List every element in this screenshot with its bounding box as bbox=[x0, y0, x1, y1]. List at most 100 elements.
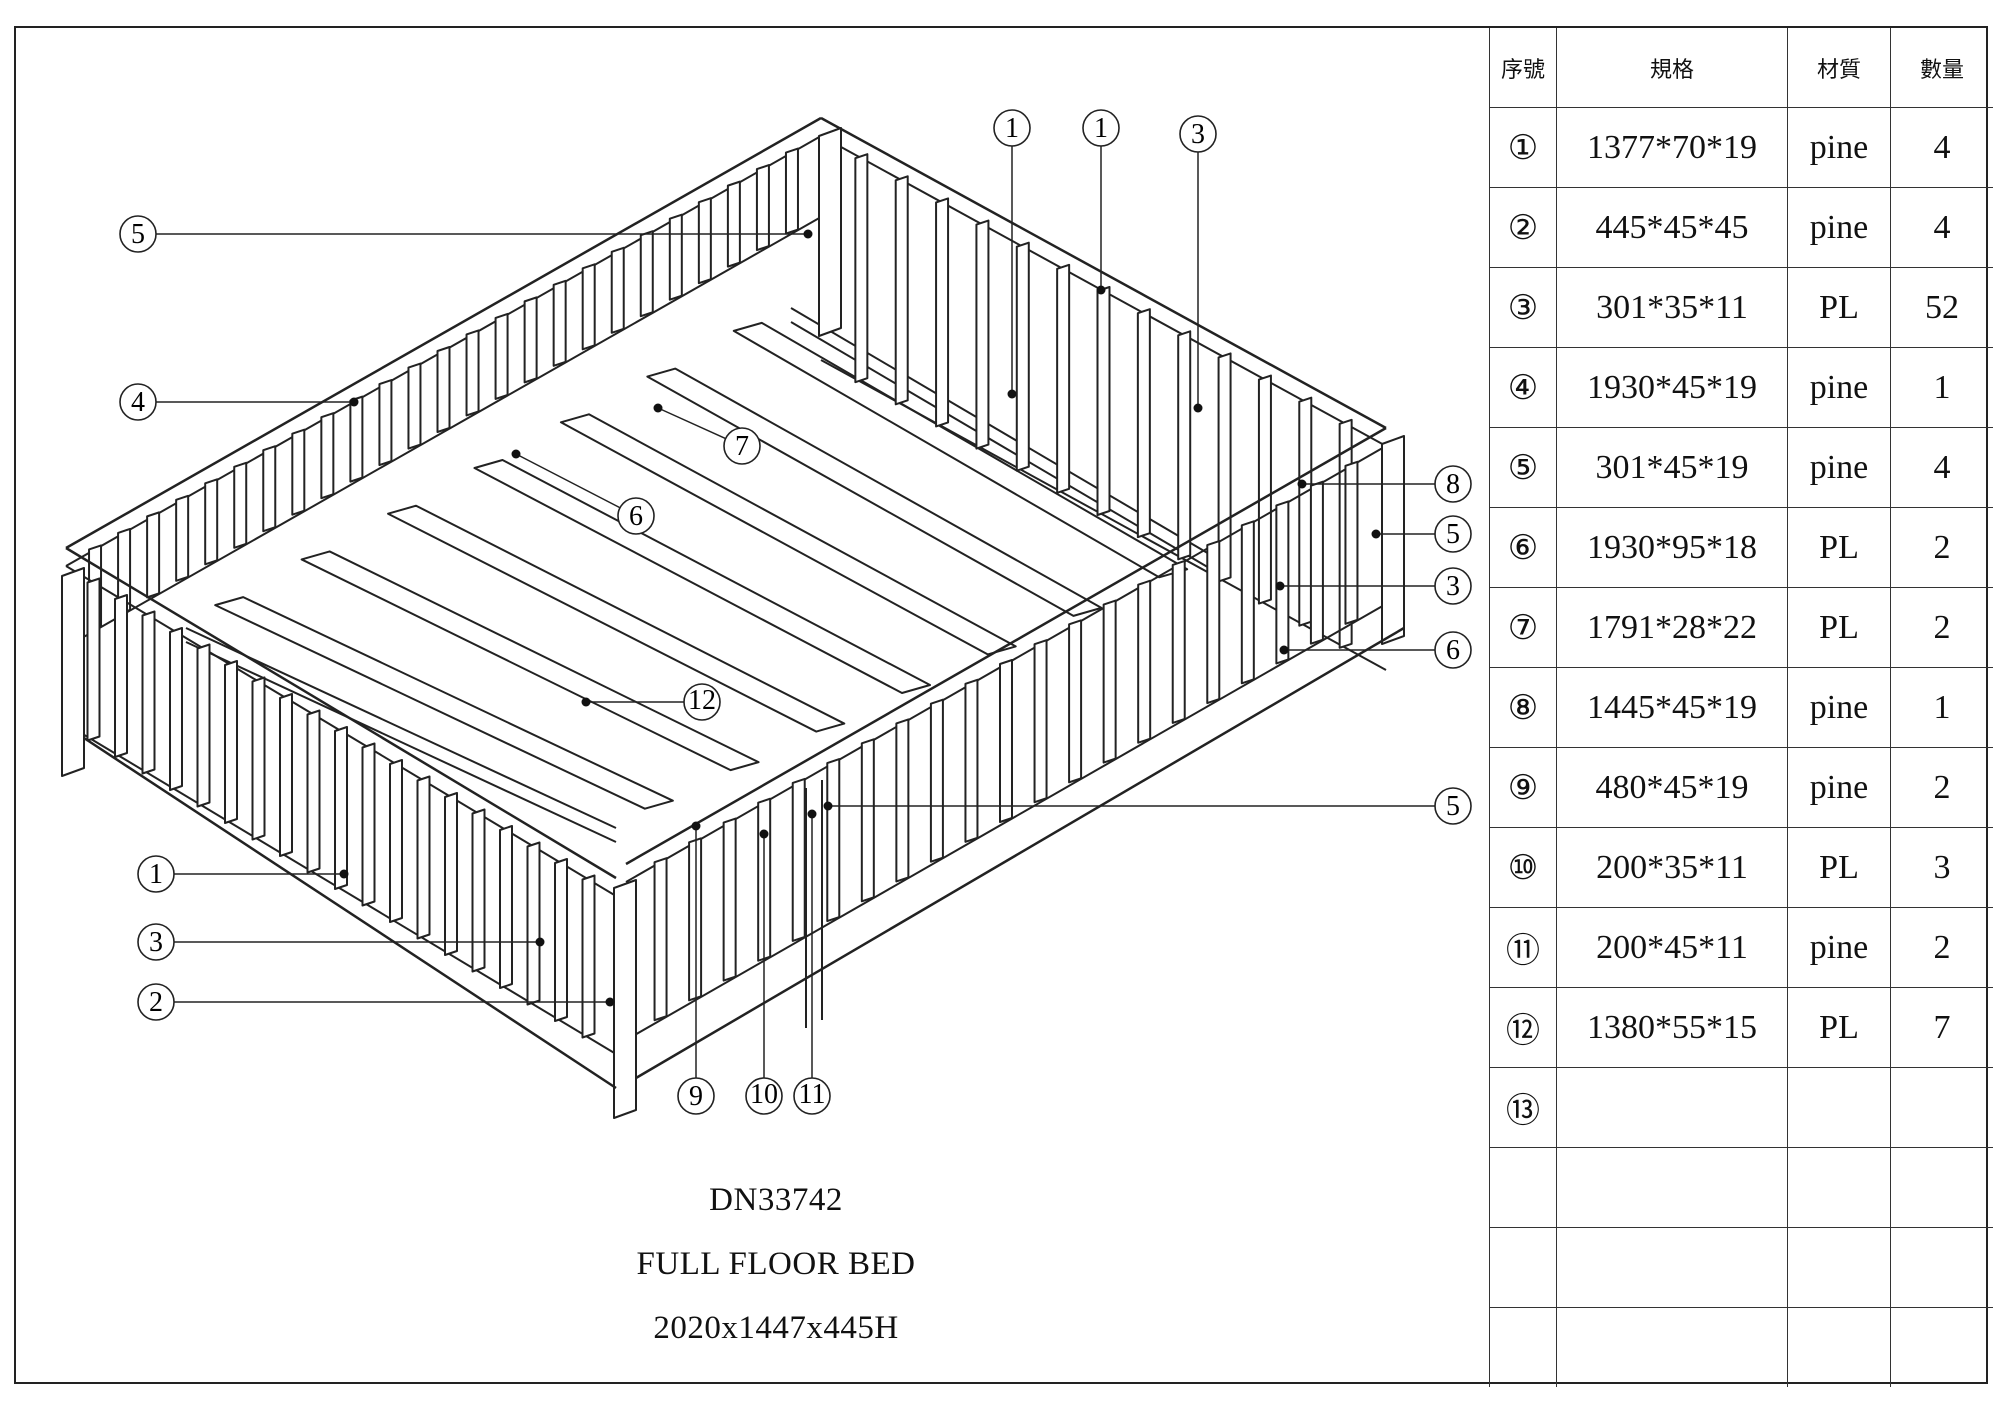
cell-serial-no: ⑪ bbox=[1489, 907, 1557, 988]
cell-specification: 480*45*19 bbox=[1556, 747, 1788, 828]
cell-quantity bbox=[1890, 1067, 1993, 1148]
callout-number: 6 bbox=[1446, 635, 1460, 666]
callout-3: 3 bbox=[137, 923, 545, 961]
leader-dot bbox=[807, 809, 817, 819]
cell-specification: 1445*45*19 bbox=[1556, 667, 1788, 748]
callout-number: 2 bbox=[149, 987, 163, 1018]
cell-quantity bbox=[1890, 1227, 1993, 1308]
callout-circle bbox=[137, 923, 175, 961]
cell-material bbox=[1787, 1067, 1891, 1148]
callout-12: 12 bbox=[581, 683, 721, 721]
callout-11: 11 bbox=[793, 809, 831, 1115]
serial-circle: ⑥ bbox=[1507, 529, 1539, 567]
callout-number: 1 bbox=[1005, 113, 1019, 144]
cell-serial-no: ⑥ bbox=[1489, 507, 1557, 588]
callout-circle bbox=[1434, 787, 1472, 825]
callout-circle bbox=[1434, 515, 1472, 553]
cell-material: PL bbox=[1787, 507, 1891, 588]
cell-material bbox=[1787, 1147, 1891, 1228]
cell-quantity: 1 bbox=[1890, 347, 1993, 428]
cell-specification: 200*45*11 bbox=[1556, 907, 1788, 988]
cell-material: PL bbox=[1787, 827, 1891, 908]
callout-number: 5 bbox=[1446, 519, 1460, 550]
cell-quantity: 4 bbox=[1890, 427, 1993, 508]
header-serial-no: 序號 bbox=[1489, 28, 1557, 108]
callout-circle bbox=[1434, 465, 1472, 503]
bed-frame-geometry bbox=[61, 116, 1405, 1119]
model-number: DN33742 bbox=[709, 1182, 843, 1218]
callout-1: 1 bbox=[1082, 109, 1120, 295]
cell-specification bbox=[1556, 1067, 1788, 1148]
cell-material bbox=[1787, 1307, 1891, 1387]
cell-quantity: 1 bbox=[1890, 667, 1993, 748]
callout-number: 11 bbox=[799, 1079, 826, 1110]
cell-specification: 1377*70*19 bbox=[1556, 107, 1788, 188]
callout-circle bbox=[119, 383, 157, 421]
cell-quantity: 52 bbox=[1890, 267, 1993, 348]
callout-9: 9 bbox=[677, 821, 715, 1115]
cell-material: pine bbox=[1787, 347, 1891, 428]
cell-serial-no: ③ bbox=[1489, 267, 1557, 348]
callout-8: 8 bbox=[1297, 465, 1472, 503]
callout-3: 3 bbox=[1179, 115, 1217, 413]
callout-3: 3 bbox=[1275, 567, 1472, 605]
header-material: 材質 bbox=[1787, 28, 1891, 108]
cell-serial-no: ① bbox=[1489, 107, 1557, 188]
title-block: DN33742 FULL FLOOR BED 2020x1447x445H bbox=[436, 1168, 1116, 1360]
callout-1: 1 bbox=[137, 855, 349, 893]
cell-quantity bbox=[1890, 1307, 1993, 1387]
callout-6: 6 bbox=[511, 449, 655, 535]
cell-material: PL bbox=[1787, 587, 1891, 668]
serial-circle: ⑨ bbox=[1507, 769, 1539, 807]
callout-5: 5 bbox=[119, 215, 813, 253]
cell-serial-no: ⑬ bbox=[1489, 1067, 1557, 1148]
header-specification: 規格 bbox=[1556, 28, 1788, 108]
cell-serial-no: ⑨ bbox=[1489, 747, 1557, 828]
serial-circle: ⑪ bbox=[1506, 933, 1540, 970]
leader-dot bbox=[535, 937, 545, 947]
cell-serial-no: ⑧ bbox=[1489, 667, 1557, 748]
callout-circle bbox=[1434, 567, 1472, 605]
cell-specification: 1930*95*18 bbox=[1556, 507, 1788, 588]
callout-circle bbox=[683, 683, 721, 721]
table-row: ⑬ bbox=[1489, 1067, 1993, 1148]
callout-number: 5 bbox=[1446, 791, 1460, 822]
leader-dot bbox=[581, 697, 591, 707]
cell-quantity: 2 bbox=[1890, 907, 1993, 988]
callout-number: 8 bbox=[1446, 469, 1460, 500]
table-row bbox=[1489, 1147, 1993, 1228]
leader-dot bbox=[339, 869, 349, 879]
callout-6: 6 bbox=[1279, 631, 1472, 669]
cell-quantity: 2 bbox=[1890, 587, 1993, 668]
callout-circle bbox=[1434, 631, 1472, 669]
cell-material: pine bbox=[1787, 747, 1891, 828]
cell-quantity: 2 bbox=[1890, 507, 1993, 588]
leader-dot bbox=[511, 449, 521, 459]
callout-circle bbox=[993, 109, 1031, 147]
header-quantity: 數量 bbox=[1890, 28, 1993, 108]
serial-circle: ⑫ bbox=[1506, 1013, 1540, 1050]
callout-4: 4 bbox=[119, 383, 359, 421]
leader-dot bbox=[1371, 529, 1381, 539]
table-row bbox=[1489, 1227, 1993, 1308]
cell-quantity: 2 bbox=[1890, 747, 1993, 828]
cell-specification: 1380*55*15 bbox=[1556, 987, 1788, 1068]
callout-number: 3 bbox=[149, 927, 163, 958]
cell-quantity: 3 bbox=[1890, 827, 1993, 908]
cell-serial-no: ⑦ bbox=[1489, 587, 1557, 668]
callout-circle bbox=[1082, 109, 1120, 147]
leader-dot bbox=[1279, 645, 1289, 655]
serial-circle: ⑩ bbox=[1507, 849, 1539, 887]
callout-number: 1 bbox=[149, 859, 163, 890]
leader-dot bbox=[759, 829, 769, 839]
cell-material: pine bbox=[1787, 427, 1891, 508]
cell-material bbox=[1787, 1227, 1891, 1308]
